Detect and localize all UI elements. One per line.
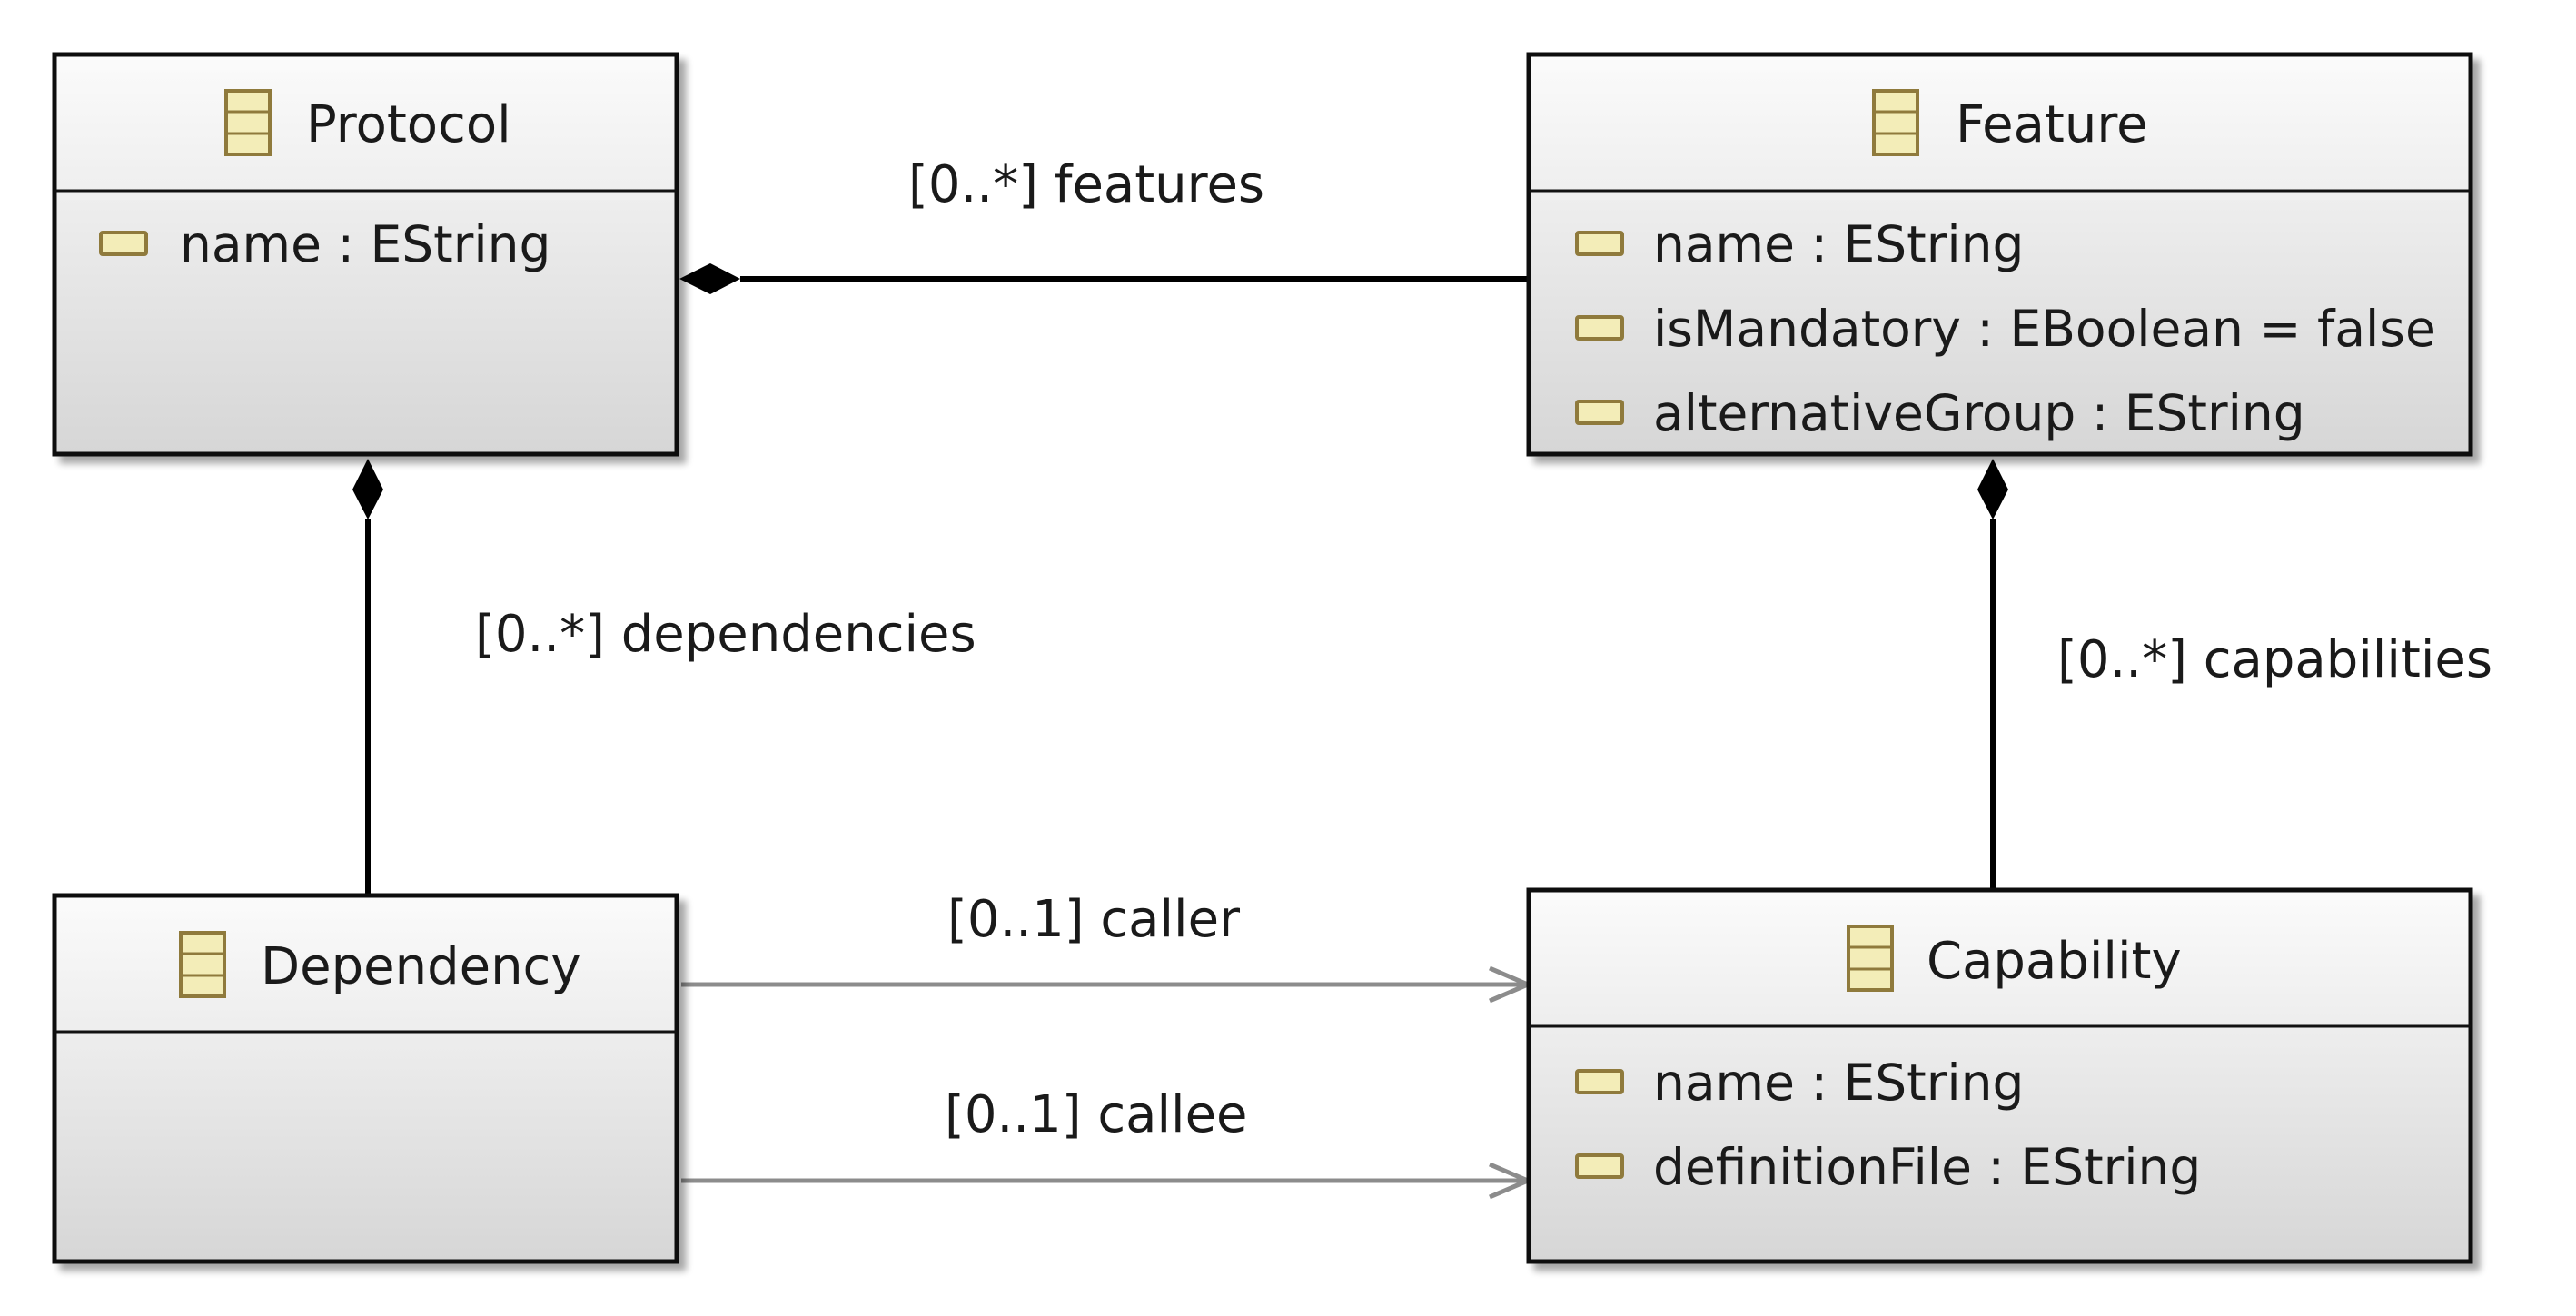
class-dependency[interactable]: Dependency (52, 893, 679, 1264)
composition-diamond-icon (1977, 459, 2008, 519)
eattribute-icon (1575, 1153, 1624, 1179)
class-name: Dependency (261, 937, 581, 996)
attribute-text: definitionFile : EString (1653, 1138, 2201, 1196)
eclass-icon (179, 931, 226, 998)
association-capabilities[interactable]: [0..*] capabilities (1977, 459, 2492, 890)
association-callee[interactable]: [0..1] callee (681, 1085, 1534, 1200)
eattribute-icon (99, 231, 148, 256)
attribute-text: isMandatory : EBoolean = false (1653, 300, 2436, 358)
attribute-text: name : EString (1653, 215, 2024, 273)
attribute-text: name : EString (1653, 1054, 2024, 1112)
eattribute-icon (1575, 1069, 1624, 1094)
attribute-row[interactable]: definitionFile : EString (1575, 1138, 2201, 1196)
class-feature[interactable]: Feature name : EString isMandatory : EBo… (1526, 52, 2473, 457)
composition-diamond-icon (679, 263, 740, 294)
eclass-icon (1872, 89, 1919, 156)
eattribute-icon (1575, 231, 1624, 256)
attribute-row[interactable]: name : EString (99, 215, 550, 273)
class-protocol[interactable]: Protocol name : EString (52, 52, 679, 457)
eattribute-icon (1575, 400, 1624, 425)
association-label-caller: [0..1] caller (947, 890, 1241, 949)
class-name: Feature (1956, 95, 2148, 154)
eclass-icon (224, 89, 272, 156)
class-name: Capability (1927, 932, 2182, 991)
composition-diamond-icon (352, 459, 383, 519)
eclass-icon (1847, 925, 1894, 992)
association-label-callee: [0..1] callee (945, 1085, 1247, 1144)
association-label-capabilities: [0..*] capabilities (2057, 630, 2492, 689)
attribute-row[interactable]: isMandatory : EBoolean = false (1575, 300, 2436, 358)
attribute-text: name : EString (180, 215, 550, 273)
attribute-text: alternativeGroup : EString (1653, 384, 2305, 442)
class-capability[interactable]: Capability name : EString definitionFile… (1526, 887, 2473, 1264)
attribute-row[interactable]: alternativeGroup : EString (1575, 384, 2305, 442)
attribute-row[interactable]: name : EString (1575, 215, 2024, 273)
association-dependencies[interactable]: [0..*] dependencies (352, 459, 976, 895)
attribute-row[interactable]: name : EString (1575, 1054, 2024, 1112)
eattribute-icon (1575, 315, 1624, 341)
association-features[interactable]: [0..*] features (679, 155, 1529, 294)
association-label-dependencies: [0..*] dependencies (475, 605, 976, 664)
class-name: Protocol (306, 95, 511, 154)
association-label-features: [0..*] features (908, 155, 1264, 214)
association-caller[interactable]: [0..1] caller (681, 890, 1534, 1004)
